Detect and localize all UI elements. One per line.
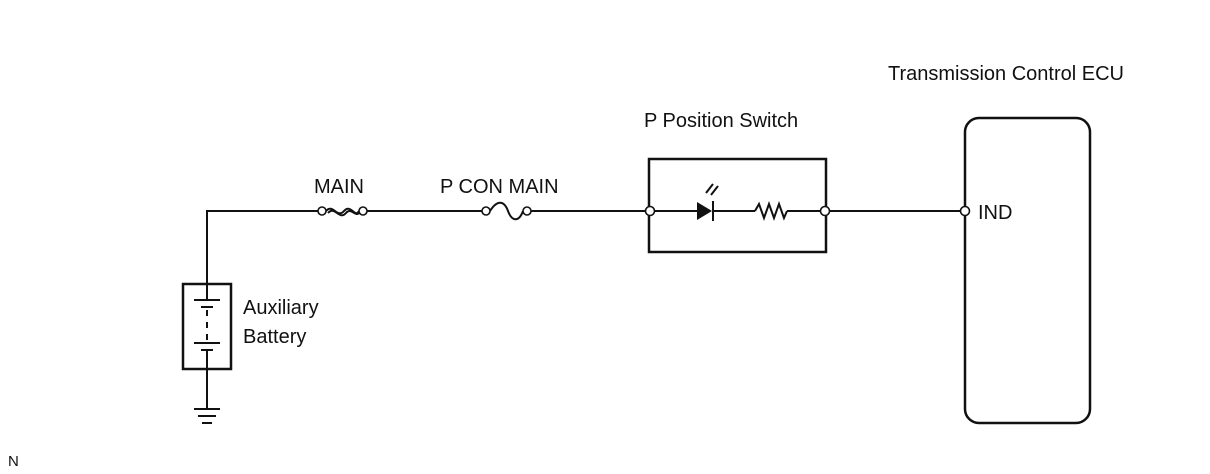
p-position-switch: P Position Switch	[644, 110, 831, 254]
battery-label-line1: Auxiliary	[243, 297, 319, 319]
switch-terminal-right	[819, 205, 831, 217]
pcon-fuse-terminal-right	[522, 206, 532, 216]
battery-label-line2: Battery	[243, 326, 306, 348]
switch-box	[647, 157, 828, 254]
main-fuse-terminal-left	[317, 206, 327, 216]
footer-code: N	[8, 453, 19, 470]
ecu-title: Transmission Control ECU	[888, 63, 1124, 85]
fusible-link-icon: MAIN	[314, 176, 368, 217]
led-ray-2	[710, 185, 719, 196]
ecu-box	[963, 116, 1092, 425]
ecu-pin-label: IND	[978, 202, 1012, 224]
main-fuse-terminal-right	[358, 206, 368, 216]
switch-title: P Position Switch	[644, 110, 798, 132]
battery-feed-wire	[206, 210, 318, 284]
main-wire	[206, 210, 961, 284]
battery-icon: Auxiliary Battery	[181, 282, 319, 371]
ground-icon	[194, 369, 220, 424]
transmission-control-ecu: Transmission Control ECU IND	[888, 63, 1124, 425]
led-triangle	[697, 202, 712, 220]
pcon-fuse-terminal-left	[481, 206, 491, 216]
led-icon	[697, 183, 719, 221]
switch-terminal-left	[644, 205, 656, 217]
main-fuse-label: MAIN	[314, 176, 364, 198]
led-ray-1	[705, 183, 714, 194]
main-fuse-element-2	[327, 209, 360, 217]
ecu-terminal-ind	[959, 205, 971, 217]
pcon-fuse-element	[489, 201, 524, 221]
pcon-fuse-label: P CON MAIN	[440, 176, 559, 198]
resistor-icon	[754, 201, 788, 221]
fuse-icon: P CON MAIN	[440, 176, 559, 221]
